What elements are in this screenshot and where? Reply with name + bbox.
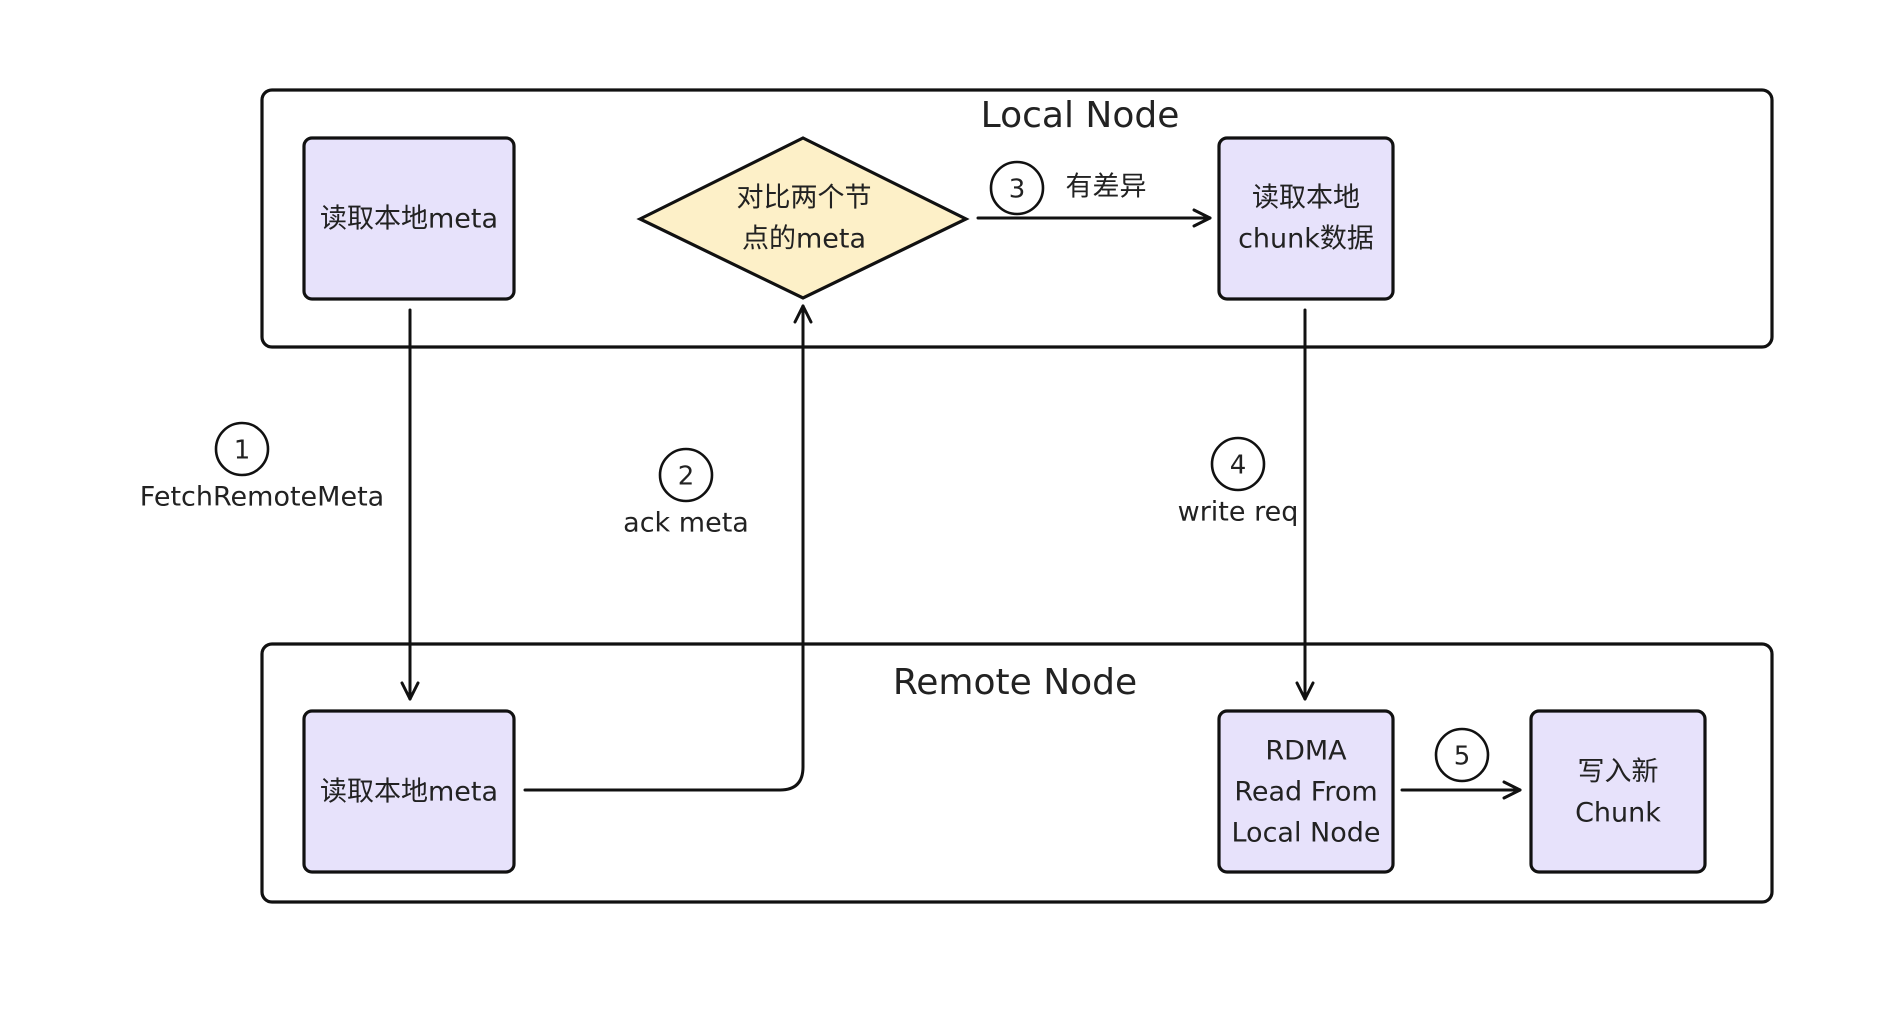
step-1-badge bbox=[214, 421, 270, 477]
node-local-read-meta-label: 读取本地meta bbox=[320, 204, 498, 235]
node-remote-read-meta-label: 读取本地meta bbox=[320, 777, 498, 808]
node-rdma-read-label-3: Local Node bbox=[1231, 818, 1380, 849]
step-3-number: 3 bbox=[1009, 175, 1026, 205]
step-5-number: 5 bbox=[1454, 742, 1471, 772]
step-4-label: write req bbox=[1178, 497, 1299, 528]
step-4: 4 write req bbox=[1178, 436, 1299, 528]
step-2-label: ack meta bbox=[623, 508, 749, 539]
edges bbox=[400, 208, 1522, 800]
node-compare-meta-label-2: 点的meta bbox=[742, 224, 866, 255]
node-local-read-meta-box bbox=[302, 136, 516, 301]
step-1: 1 FetchRemoteMeta bbox=[140, 421, 384, 513]
node-write-chunk-box bbox=[1529, 709, 1707, 874]
local-node-title: Local Node bbox=[981, 95, 1180, 136]
node-write-chunk: 写入新 Chunk bbox=[1529, 709, 1707, 874]
remote-node-title: Remote Node bbox=[893, 662, 1137, 703]
node-read-chunk-label-2: chunk数据 bbox=[1238, 224, 1374, 255]
node-write-chunk-label-1: 写入新 bbox=[1578, 757, 1659, 788]
node-read-chunk: 读取本地 chunk数据 bbox=[1217, 136, 1395, 301]
step-2-badge bbox=[658, 447, 714, 503]
step-1-label: FetchRemoteMeta bbox=[140, 482, 384, 513]
node-read-chunk-box bbox=[1217, 136, 1395, 301]
edge-ack-meta bbox=[523, 304, 813, 792]
step-1-number: 1 bbox=[234, 436, 251, 466]
node-rdma-read-label-2: Read From bbox=[1234, 777, 1377, 808]
step-2: 2 ack meta bbox=[623, 447, 749, 539]
step-4-number: 4 bbox=[1230, 451, 1247, 481]
node-remote-read-meta: 读取本地meta bbox=[302, 709, 516, 874]
step-4-badge bbox=[1210, 436, 1266, 492]
node-rdma-read-label-1: RDMA bbox=[1265, 736, 1347, 767]
step-3-label: 有差异 bbox=[1066, 172, 1147, 203]
step-5-badge bbox=[1434, 727, 1490, 783]
node-read-chunk-label-1: 读取本地 bbox=[1252, 183, 1360, 214]
step-3-badge bbox=[989, 160, 1045, 216]
node-compare-meta: 对比两个节 点的meta bbox=[636, 136, 970, 300]
step-3: 3 有差异 bbox=[989, 160, 1147, 216]
node-compare-meta-label-1: 对比两个节 bbox=[737, 183, 872, 214]
node-compare-meta-diamond bbox=[636, 136, 970, 300]
node-local-read-meta: 读取本地meta bbox=[302, 136, 516, 301]
step-2-number: 2 bbox=[678, 462, 695, 492]
node-write-chunk-label-2: Chunk bbox=[1575, 798, 1661, 829]
node-rdma-read-box bbox=[1217, 709, 1395, 874]
node-remote-read-meta-box bbox=[302, 709, 516, 874]
step-5: 5 bbox=[1434, 727, 1490, 783]
node-rdma-read: RDMA Read From Local Node bbox=[1217, 709, 1395, 874]
